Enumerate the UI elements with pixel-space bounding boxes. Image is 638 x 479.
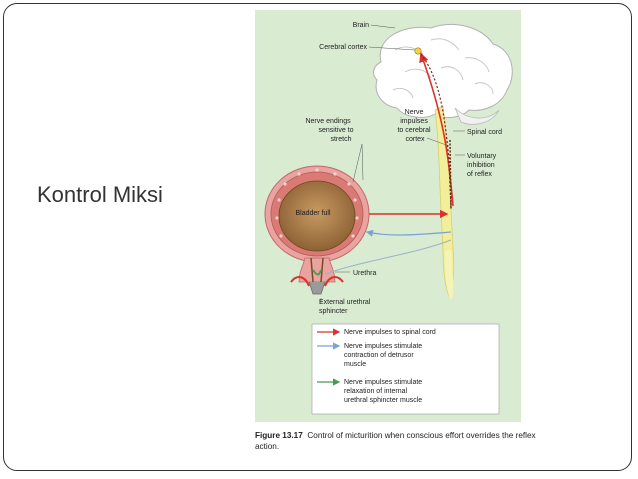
slide-frame [3, 3, 632, 471]
label-external-sphincter: External urethral sphincter [319, 299, 372, 315]
label-voluntary-inhibition: Voluntary inhibition of reflex [467, 153, 498, 178]
figure-caption-label: Figure 13.17 [255, 431, 303, 440]
legend-item: Nerve impulses to spinal cord [317, 328, 436, 336]
label-nerve-endings: Nerve endings sensitive to stretch [305, 118, 355, 143]
figure-caption: Figure 13.17 Control of micturition when… [255, 430, 555, 452]
spinal-cord-tail [445, 250, 454, 300]
cerebral-cortex-dot [414, 47, 422, 55]
label-brain: Brain [353, 22, 369, 29]
leader-lines [320, 24, 465, 304]
ascending-tract [419, 52, 454, 207]
efferent-nerve-sphincter [324, 239, 452, 275]
bladder-illustration [264, 165, 370, 295]
figure-caption-text: Control of micturition when conscious ef… [255, 431, 536, 451]
label-cerebral-cortex: Cerebral cortex [319, 44, 367, 51]
svg-text:Nerve impulses to spinal cord: Nerve impulses to spinal cord [344, 329, 436, 336]
label-nerve-impulses-cortex: Nerve impulses to cerebral cortex [397, 109, 432, 143]
label-bladder-full: Bladder full [295, 210, 330, 217]
descending-tract [420, 53, 452, 209]
legend-item: Nerve impulses stimulate contraction of … [317, 342, 424, 368]
efferent-nerve-detrusor [365, 229, 452, 237]
legend-item: Nerve impulses stimulate relaxation of i… [317, 378, 424, 404]
svg-text:Nerve impulses stimulate: Nerve impulses stimulate contraction of … [344, 343, 424, 368]
slide-title: Kontrol Miksi [37, 182, 163, 207]
legend: Nerve impulses to spinal cord Nerve impu… [311, 323, 500, 415]
cord-center-line [449, 139, 452, 211]
label-urethra: Urethra [353, 270, 376, 277]
svg-text:Nerve impulses stimulate: Nerve impulses stimulate relaxation of i… [344, 379, 424, 404]
micturition-diagram: Brain Cerebral cortex Nerve impulses to … [255, 10, 521, 422]
label-spinal-cord: Spinal cord [467, 129, 502, 136]
